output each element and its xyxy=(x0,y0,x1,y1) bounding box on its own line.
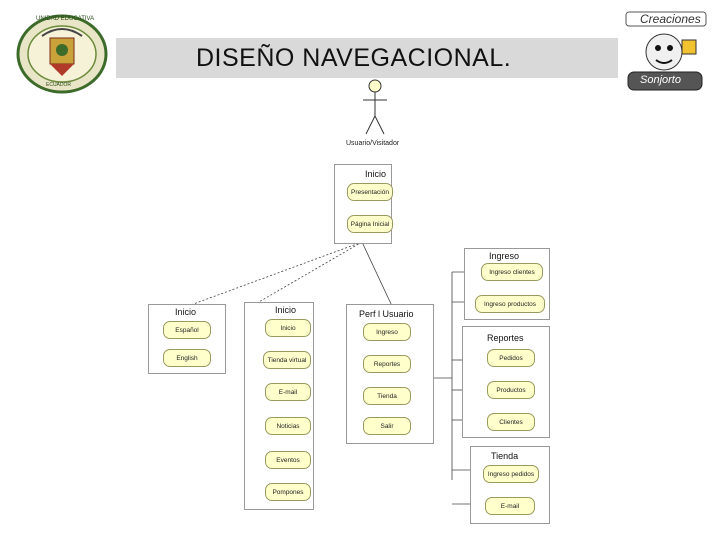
noticias-node[interactable]: Noticias xyxy=(265,417,311,435)
ingreso-productos-node[interactable]: Ingreso productos xyxy=(475,295,545,313)
presentacion-node[interactable]: Presentación xyxy=(347,183,393,201)
actor-icon xyxy=(363,80,387,134)
actor-label: Usuario/Visitador xyxy=(346,140,399,147)
inicio-nav-title: Inicio xyxy=(275,305,296,315)
pagina-inicial-node[interactable]: Página Inicial xyxy=(347,215,393,233)
tienda-title: Tienda xyxy=(491,451,518,461)
ingreso-box: Ingreso Ingreso clientes Ingreso product… xyxy=(464,248,550,320)
perfil-usuario-box: Perf l Usuario Ingreso Reportes Tienda S… xyxy=(346,304,434,444)
tienda-node[interactable]: Tienda xyxy=(363,387,411,405)
perfil-title: Perf l Usuario xyxy=(359,309,414,319)
english-node[interactable]: English xyxy=(163,349,211,367)
productos-node[interactable]: Productos xyxy=(487,381,535,399)
inicio-nav-box: Inicio Inicio Tienda virtual E-mail Noti… xyxy=(244,302,314,510)
clientes-node[interactable]: Clientes xyxy=(487,413,535,431)
inicio-node[interactable]: Inicio xyxy=(265,319,311,337)
inicio-lang-title: Inicio xyxy=(175,307,196,317)
ingreso-node[interactable]: Ingreso xyxy=(363,323,411,341)
salir-node[interactable]: Salir xyxy=(363,417,411,435)
reportes-box: Reportes Pedidos Productos Clientes xyxy=(462,326,550,438)
inicio-lang-box: Inicio Español English xyxy=(148,304,226,374)
tienda-virtual-node[interactable]: Tienda virtual xyxy=(263,351,311,369)
inicio-main-box: Inicio Presentación Página Inicial xyxy=(334,164,392,244)
ingreso-clientes-node[interactable]: Ingreso clientes xyxy=(481,263,543,281)
inicio-main-title: Inicio xyxy=(365,169,386,179)
ingreso-pedidos-node[interactable]: Ingreso pedidos xyxy=(483,465,539,483)
reportes-title: Reportes xyxy=(487,333,524,343)
espanol-node[interactable]: Español xyxy=(163,321,211,339)
reportes-node[interactable]: Reportes xyxy=(363,355,411,373)
email-tienda-node[interactable]: E-mail xyxy=(485,497,535,515)
pedidos-node[interactable]: Pedidos xyxy=(487,349,535,367)
tienda-box: Tienda Ingreso pedidos E-mail xyxy=(470,446,550,524)
eventos-node[interactable]: Eventos xyxy=(265,451,311,469)
pompones-node[interactable]: Pompones xyxy=(265,483,311,501)
ingreso-title: Ingreso xyxy=(489,251,519,261)
email-node[interactable]: E-mail xyxy=(265,383,311,401)
